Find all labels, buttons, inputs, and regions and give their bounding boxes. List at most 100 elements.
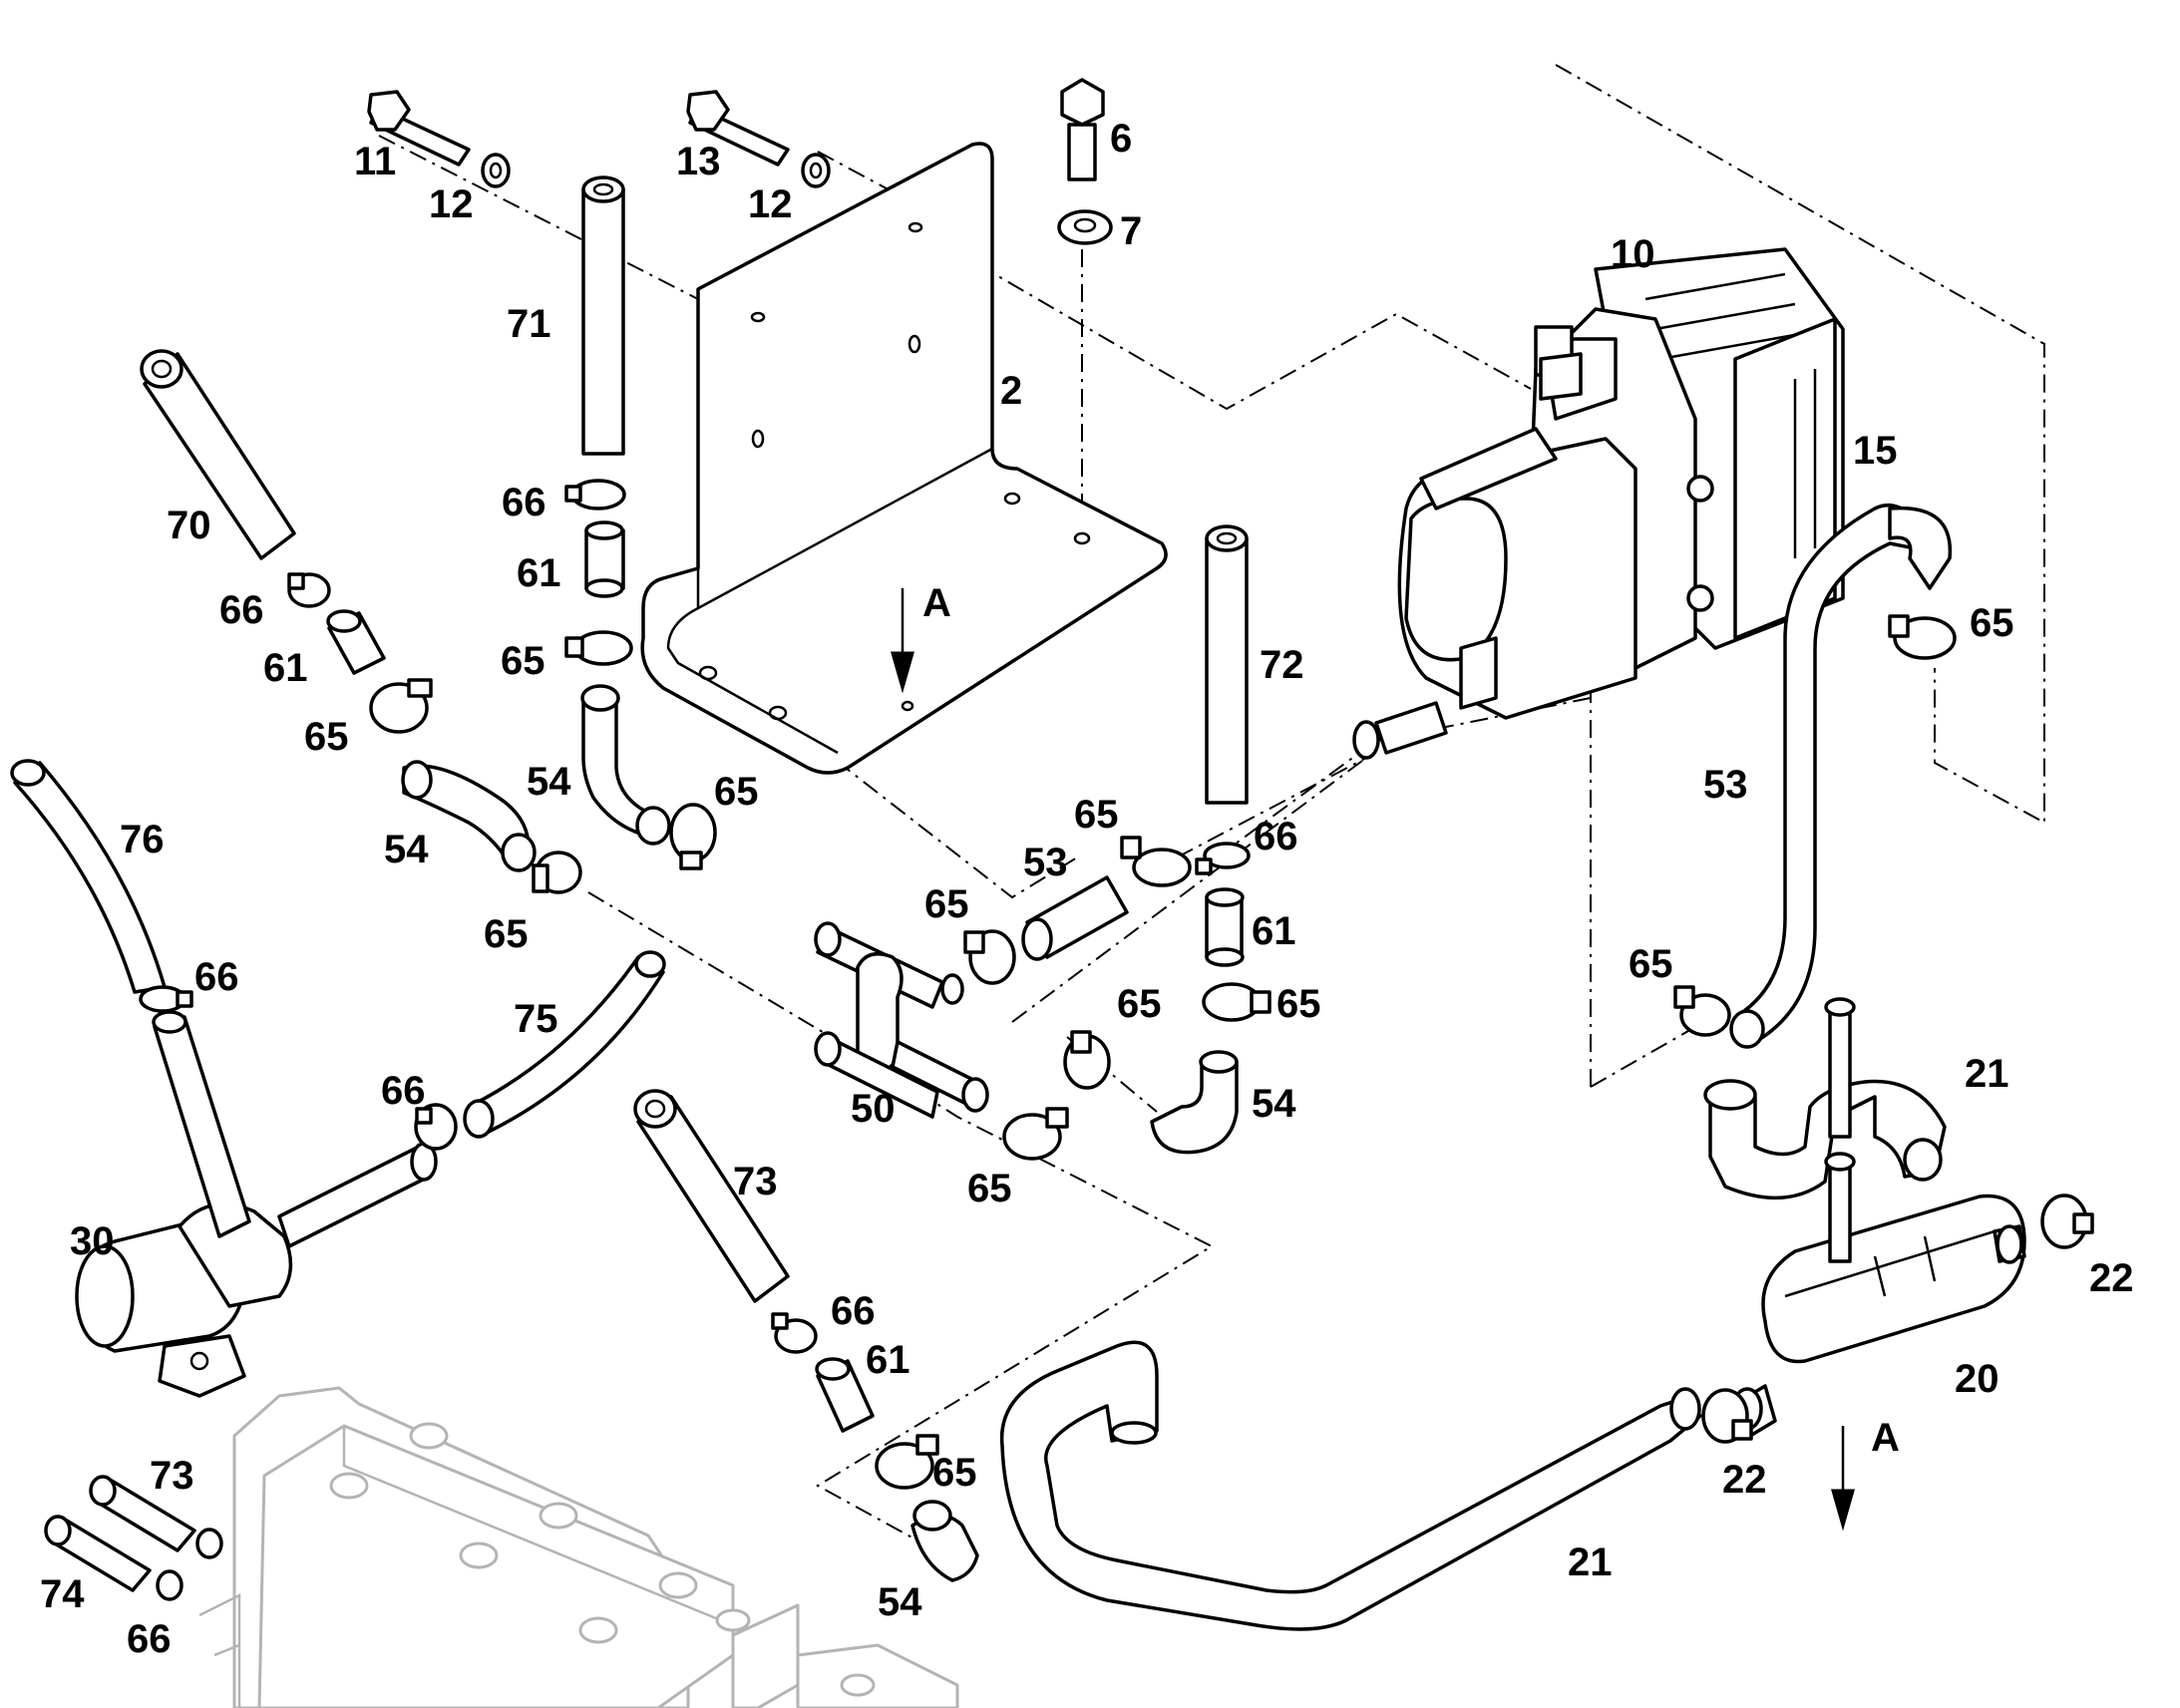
clamp-65-i <box>1002 1107 1069 1161</box>
connector-61-c <box>1205 887 1245 967</box>
circulation-pump <box>75 1010 438 1398</box>
connector-61-d <box>815 1357 875 1433</box>
hose-74-small <box>44 1515 152 1592</box>
callout-71: 71 <box>507 302 551 346</box>
callout-73-a: 73 <box>733 1160 778 1203</box>
hose-54-c <box>1150 1050 1239 1155</box>
callout-65-e: 65 <box>1074 793 1119 837</box>
heater-unit <box>1352 247 1845 760</box>
callout-65-d: 65 <box>484 912 529 956</box>
hose-54-b <box>580 684 671 846</box>
callout-66-f: 66 <box>831 1289 876 1333</box>
callout-73-b: 73 <box>150 1454 194 1498</box>
callout-21-a: 21 <box>1965 1052 2009 1096</box>
battery <box>198 1386 959 1708</box>
callout-65-c: 65 <box>714 770 759 814</box>
callout-66-c: 66 <box>1254 815 1298 858</box>
callout-53-a: 53 <box>1703 763 1748 807</box>
callout-12-b: 12 <box>748 182 793 226</box>
exhaust-pipe-21-main <box>999 1340 1702 1631</box>
callout-6: 6 <box>1110 117 1132 161</box>
callout-2: 2 <box>1000 369 1022 413</box>
callout-66-d: 66 <box>194 955 239 999</box>
clamp-66-c <box>1195 842 1251 875</box>
callout-65-b: 65 <box>304 715 349 759</box>
hose-73-small <box>89 1475 196 1552</box>
callout-50: 50 <box>851 1087 896 1131</box>
clamp-65-f <box>963 929 1016 985</box>
callout-12-a: 12 <box>429 182 474 226</box>
callout-75: 75 <box>514 997 558 1041</box>
clamp-65-c <box>532 851 582 894</box>
view-label-a-bottom: A <box>1871 1416 1900 1460</box>
hose-75 <box>463 950 666 1139</box>
callout-20: 20 <box>1955 1357 1999 1401</box>
clamp-66-e <box>414 1103 458 1151</box>
clamp-65-k <box>1888 614 1957 660</box>
clamp-65-e <box>1120 836 1192 887</box>
callout-61-b: 61 <box>263 646 308 690</box>
clamp-65-a <box>564 630 633 666</box>
callout-66-e: 66 <box>381 1069 426 1113</box>
exhaust-pipe-21-end <box>1703 1079 1947 1200</box>
mounting-bracket <box>640 142 1168 775</box>
view-arrow-a-top <box>891 588 914 694</box>
callout-7: 7 <box>1120 209 1142 253</box>
bolt-13 <box>686 90 790 167</box>
hose-54-a <box>401 760 537 872</box>
callout-11: 11 <box>354 140 396 183</box>
callout-54-b: 54 <box>384 828 429 871</box>
clamp-65-j <box>1673 985 1731 1037</box>
clamp-66-a <box>564 479 626 511</box>
clamp-66-f <box>771 1312 818 1354</box>
view-label-a-top: A <box>922 581 951 625</box>
t-piece-valve <box>814 921 989 1119</box>
callout-21-b: 21 <box>1568 1540 1613 1584</box>
callout-61-c: 61 <box>1252 909 1296 953</box>
callout-66-a: 66 <box>502 481 546 524</box>
hose-70 <box>140 349 296 560</box>
callout-65-j: 65 <box>1629 942 1673 986</box>
callout-22-b: 22 <box>1722 1458 1767 1502</box>
hose-54-d <box>910 1500 979 1582</box>
callout-54-a: 54 <box>527 760 571 804</box>
callout-74: 74 <box>40 1572 85 1616</box>
connector-61-b <box>326 609 386 675</box>
hose-71 <box>581 175 625 456</box>
hose-72 <box>1205 524 1249 805</box>
view-arrow-a-bottom <box>1831 1426 1855 1532</box>
hose-53-mid <box>1021 875 1129 961</box>
callout-15: 15 <box>1853 429 1898 473</box>
callout-65-a: 65 <box>501 639 545 683</box>
washer-7 <box>1057 209 1113 245</box>
hose-53-right <box>1729 503 1953 1049</box>
callout-72: 72 <box>1260 643 1304 687</box>
clamp-66-g <box>156 1528 223 1601</box>
washer-12a <box>481 153 511 188</box>
clamp-65-g <box>1202 982 1272 1022</box>
callout-76: 76 <box>120 818 165 861</box>
callout-30: 30 <box>70 1219 115 1263</box>
hose-73 <box>633 1089 790 1303</box>
callout-65-f: 65 <box>924 882 969 926</box>
silencer-screw <box>1824 997 1856 1263</box>
callout-66-b: 66 <box>219 588 264 632</box>
clamp-65-b <box>369 678 433 734</box>
callout-61-d: 61 <box>866 1338 910 1382</box>
clamp-65-l <box>875 1434 939 1490</box>
callout-54-c: 54 <box>1252 1082 1296 1126</box>
callout-13: 13 <box>676 140 721 183</box>
callout-65-g: 65 <box>1117 982 1162 1026</box>
callout-70: 70 <box>167 504 211 547</box>
callout-labels: 2 6 7 10 11 12 12 13 15 20 21 21 22 22 3… <box>40 117 2134 1661</box>
clamp-22-b <box>2040 1194 2094 1249</box>
callout-22-a: 22 <box>2089 1256 2134 1300</box>
callout-65-h: 65 <box>1276 982 1321 1026</box>
callout-53-b: 53 <box>1023 841 1068 884</box>
bolt-11 <box>367 90 471 167</box>
callout-10: 10 <box>1611 232 1655 276</box>
bolt-6 <box>1060 78 1105 181</box>
callout-66-g: 66 <box>127 1617 172 1661</box>
clamp-22-a <box>1701 1388 1753 1444</box>
